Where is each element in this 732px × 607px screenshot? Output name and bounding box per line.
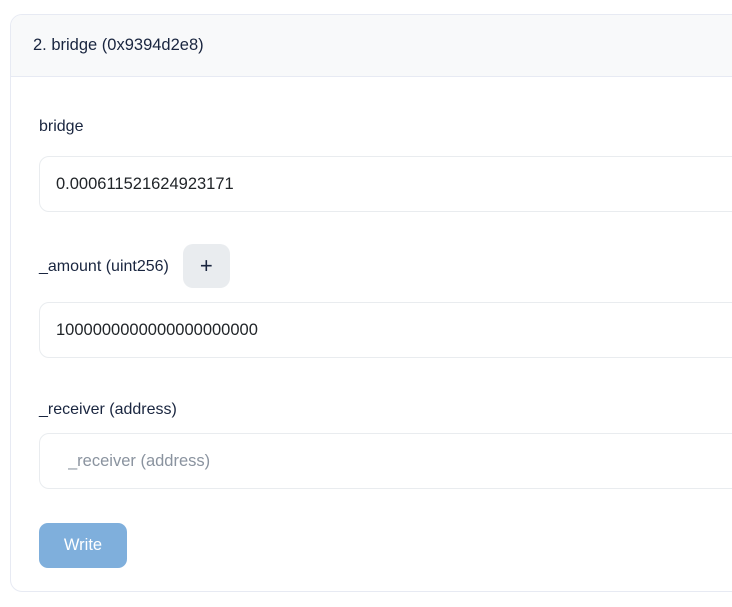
function-panel-header[interactable]: 2. bridge (0x9394d2e8) <box>11 15 732 77</box>
payable-value-label: bridge <box>39 118 84 135</box>
receiver-input[interactable] <box>39 433 732 489</box>
amount-input[interactable] <box>39 302 732 358</box>
amount-param-label: _amount (uint256) <box>39 257 169 275</box>
write-contract-function-panel: 2. bridge (0x9394d2e8) bridge _amount (u… <box>10 14 732 592</box>
payable-value-input[interactable] <box>39 156 732 212</box>
function-panel-title: 2. bridge (0x9394d2e8) <box>33 36 204 54</box>
receiver-param-label: _receiver (address) <box>39 401 177 418</box>
write-button[interactable]: Write <box>39 523 127 568</box>
add-amount-button[interactable]: + <box>182 244 230 288</box>
function-panel-body: bridge _amount (uint256) + _receiver (ad… <box>11 77 732 568</box>
amount-label-row: _amount (uint256) + <box>39 244 732 288</box>
